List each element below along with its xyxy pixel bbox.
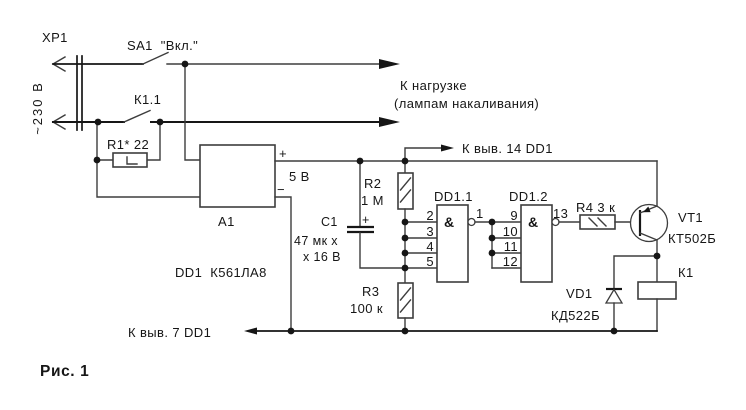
label-r1: R1* 22 bbox=[107, 137, 149, 152]
relay-coil-box bbox=[637, 281, 677, 300]
label-r3-value: 100 к bbox=[350, 301, 383, 316]
a1-psu bbox=[199, 144, 658, 332]
resistor-body bbox=[112, 152, 148, 168]
label-mains-voltage: ~230 В bbox=[30, 81, 45, 135]
arrow-left-icon bbox=[244, 327, 257, 335]
rail-minus bbox=[274, 196, 292, 332]
resistor-mark bbox=[588, 217, 598, 227]
resistor-mark bbox=[399, 177, 412, 191]
fusible-mark-icon bbox=[126, 156, 138, 165]
dd11-gate bbox=[436, 204, 493, 283]
label-sa1: SA1 "Вкл." bbox=[127, 38, 198, 53]
label-dd11: DD1.1 bbox=[434, 189, 473, 204]
pnp-arrow-icon bbox=[643, 206, 651, 213]
pin-1: 1 bbox=[476, 206, 484, 221]
gate-box bbox=[520, 204, 553, 283]
label-plus: + bbox=[279, 146, 287, 161]
label-vd1: VD1 bbox=[566, 286, 593, 301]
label-xp1: ХР1 bbox=[42, 30, 68, 45]
label-to-pin14: К выв. 14 DD1 bbox=[462, 141, 553, 156]
label-k11: К1.1 bbox=[134, 92, 161, 107]
label-dd12: DD1.2 bbox=[509, 189, 548, 204]
label-c1-value-2: х 16 В bbox=[303, 250, 341, 264]
label-to-pin7: К выв. 7 DD1 bbox=[128, 325, 211, 340]
resistor-mark bbox=[399, 189, 412, 203]
label-5v: 5 В bbox=[289, 169, 310, 184]
label-a1: А1 bbox=[218, 214, 235, 229]
xp1-connector bbox=[51, 55, 83, 131]
pin-5: 5 bbox=[426, 254, 434, 269]
pin-9: 9 bbox=[510, 208, 518, 223]
label-vt1: VT1 bbox=[678, 210, 703, 225]
pin-11: 11 bbox=[504, 239, 518, 254]
arrow-right-icon bbox=[441, 144, 454, 152]
dd12-gate bbox=[520, 204, 581, 283]
vt1-transistor bbox=[629, 160, 669, 283]
dd12-input-bus bbox=[491, 221, 522, 269]
pin14-branch bbox=[404, 144, 454, 162]
junction-dots bbox=[93, 60, 661, 335]
label-r3: R3 bbox=[362, 284, 379, 299]
label-vt1-type: КТ502Б bbox=[668, 231, 716, 246]
vd1-diode bbox=[604, 255, 658, 332]
arrow-right-icon bbox=[379, 59, 400, 69]
figure-caption: Рис. 1 bbox=[40, 363, 89, 380]
label-minus: − bbox=[277, 182, 285, 197]
label-r2: R2 bbox=[364, 176, 381, 191]
and-symbol-dd12: & bbox=[528, 214, 538, 230]
r3-resistor bbox=[397, 267, 414, 332]
pin-3: 3 bbox=[426, 224, 434, 239]
label-r2-value: 1 М bbox=[361, 193, 384, 208]
gate-box bbox=[436, 204, 469, 283]
wire-to-a1 bbox=[96, 159, 201, 198]
wire bbox=[359, 232, 406, 269]
k1-relay bbox=[637, 281, 677, 332]
label-c1-polarity: + bbox=[362, 213, 370, 227]
pin-10: 10 bbox=[503, 224, 518, 239]
inverter-circle-icon bbox=[467, 217, 476, 227]
diode-triangle-icon bbox=[604, 288, 624, 304]
sa1-switch bbox=[52, 51, 400, 69]
r2-resistor bbox=[397, 160, 414, 223]
r4-resistor bbox=[579, 214, 640, 230]
wire bbox=[146, 121, 161, 161]
pin-12: 12 bbox=[503, 254, 518, 269]
resistor-mark bbox=[597, 217, 607, 227]
dd11-input-bus bbox=[404, 221, 438, 269]
switch-blade bbox=[142, 51, 169, 65]
c1-capacitor bbox=[347, 160, 406, 269]
resistor-body bbox=[579, 214, 616, 230]
label-k1-coil: К1 bbox=[678, 265, 694, 280]
resistor-mark bbox=[399, 287, 412, 301]
label-c1: C1 bbox=[321, 215, 338, 229]
label-load-2: (лампам накаливания) bbox=[394, 96, 539, 111]
pin-13: 13 bbox=[553, 206, 568, 221]
wire-sa1-to-a1 bbox=[184, 63, 201, 161]
pin-4: 4 bbox=[426, 239, 434, 254]
pin-2: 2 bbox=[426, 208, 434, 223]
arrow-right-icon bbox=[379, 117, 400, 127]
wire bbox=[404, 147, 442, 162]
contact-blade bbox=[123, 109, 151, 123]
collector-lead bbox=[639, 232, 658, 241]
label-c1-value-1: 47 мк х bbox=[294, 234, 338, 248]
a1-box bbox=[199, 144, 276, 208]
pin7-rail bbox=[244, 327, 658, 335]
k11-contact bbox=[52, 109, 400, 127]
label-load-1: К нагрузке bbox=[400, 78, 467, 93]
r1-resistor bbox=[96, 121, 201, 198]
resistor-mark bbox=[399, 299, 412, 313]
wire bbox=[613, 255, 658, 290]
label-dd1-chip: DD1 К561ЛА8 bbox=[175, 265, 267, 280]
and-symbol-dd11: & bbox=[444, 214, 454, 230]
label-vd1-type: КД522Б bbox=[551, 308, 600, 323]
label-r4: R4 3 к bbox=[576, 200, 615, 215]
